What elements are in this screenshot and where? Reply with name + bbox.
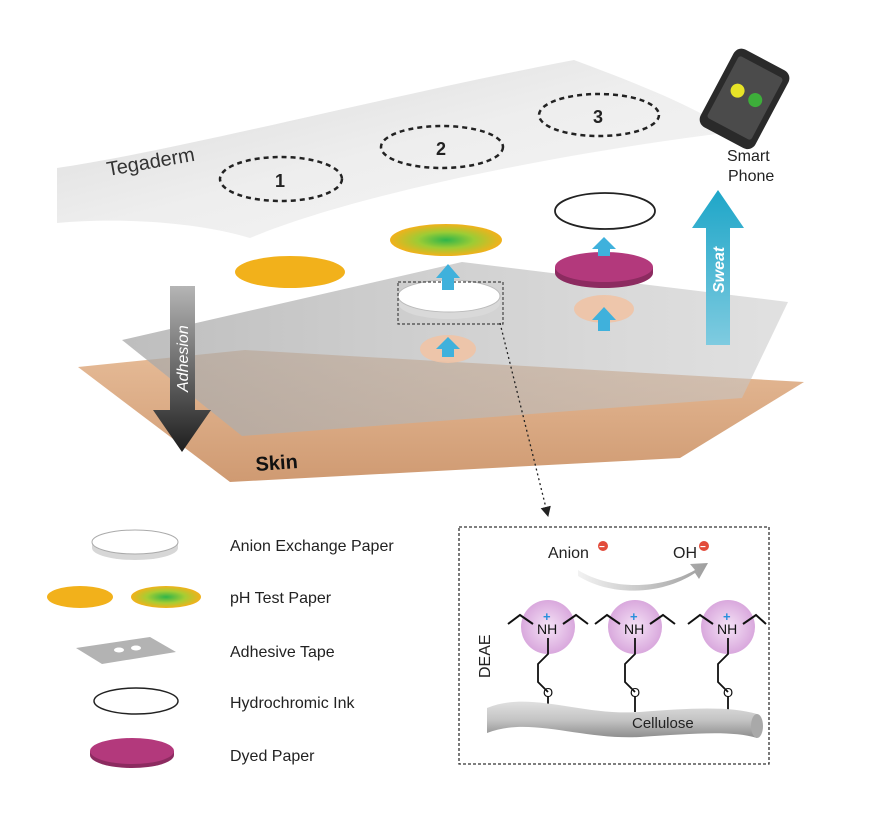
deae-plus-1: + <box>543 609 551 624</box>
legend-adhesive-tape-icon <box>76 637 176 664</box>
skin-label: Skin <box>255 451 299 476</box>
tegaderm-layer <box>57 60 732 238</box>
ph-test-paper-disc <box>235 256 345 288</box>
cellulose-label: Cellulose <box>632 715 694 732</box>
legend-adhesive-tape-label: Adhesive Tape <box>230 644 335 661</box>
smartphone-label-line2: Phone <box>728 168 774 185</box>
oh-minus-sign: − <box>700 542 706 553</box>
deae-nh-3: NH <box>717 621 737 637</box>
deae-o-1: O <box>543 685 553 700</box>
inset-oh-label: OH <box>673 545 697 562</box>
deae-plus-2: + <box>630 609 638 624</box>
oh-minus-badge <box>699 541 709 551</box>
deae-plus-3: + <box>723 609 731 624</box>
ph-test-paper-reacted-disc <box>390 224 502 256</box>
anion-minus-sign: − <box>599 542 605 553</box>
cellulose-fiber-end <box>751 714 763 738</box>
legend-anion-exchange-icon <box>91 529 179 560</box>
legend-dyed-paper-icon <box>90 738 174 768</box>
sweat-label: Sweat <box>711 246 728 293</box>
deae-group-3 <box>687 600 767 712</box>
smartphone-label-line1: Smart <box>727 148 770 165</box>
deae-label: DEAE <box>477 634 494 678</box>
exchange-curved-arrow <box>578 563 708 591</box>
spot-number-1: 1 <box>275 171 285 191</box>
sweat-arrow <box>692 190 744 345</box>
spot-number-3: 3 <box>593 107 603 127</box>
deae-o-3: O <box>723 685 733 700</box>
deae-nh-1: NH <box>537 621 557 637</box>
deae-o-2: O <box>630 685 640 700</box>
anion-minus-badge <box>598 541 608 551</box>
legend-hydrochromic-icon <box>93 687 179 715</box>
inset-anion-label: Anion <box>548 545 589 562</box>
deae-group-1 <box>507 600 589 712</box>
legend-ph-green-icon <box>131 586 201 608</box>
deae-group-2 <box>594 600 676 712</box>
legend-ph-test-label: pH Test Paper <box>230 590 332 607</box>
legend-hydrochromic-label: Hydrochromic Ink <box>230 695 355 712</box>
cellulose-fiber <box>487 701 757 738</box>
spot-outline-2 <box>379 124 505 170</box>
legend-anion-exchange-label: Anion Exchange Paper <box>230 538 394 555</box>
hydrochromic-ink-ring <box>554 192 656 230</box>
dyed-paper-disc <box>555 252 653 288</box>
deae-nh-2: NH <box>624 621 644 637</box>
flow-arrow-icons <box>436 237 616 357</box>
legend-ph-yellow-icon <box>47 586 113 608</box>
adhesion-arrow <box>153 286 211 452</box>
smartphone-icon <box>699 48 790 150</box>
spot-outline-1 <box>218 155 344 203</box>
spot-number-2: 2 <box>436 139 446 159</box>
legend-dyed-paper-label: Dyed Paper <box>230 748 315 765</box>
spot-outline-3 <box>537 92 661 138</box>
adhesion-label: Adhesion <box>175 325 192 393</box>
